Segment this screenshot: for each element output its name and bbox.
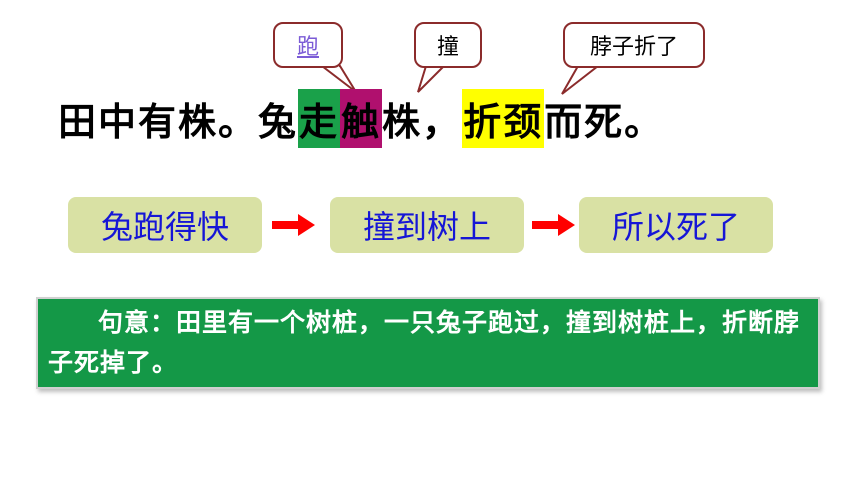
flow-step-3-label: 所以死了 [611,208,740,246]
flow-arrow-1-icon [272,214,315,236]
sentence-meaning-text: 句意：田里有一个树桩，一只兔子跑过，撞到树桩上，折断脖子死掉了。 [48,308,801,377]
callout-zhuang: 撞 [414,22,482,68]
flow-step-1-label: 兔跑得快 [100,208,229,246]
callout-pao: 跑 [273,22,343,68]
callout-bozi-zhele: 脖子折了 [563,22,705,68]
sentence-meaning-box: 句意：田里有一个树桩，一只兔子跑过，撞到树桩上，折断脖子死掉了。 [36,297,820,389]
callout-zhuang-label: 撞 [436,35,459,60]
callout-bozi-zhele-label: 脖子折了 [589,35,678,60]
callout-pao-link[interactable]: 跑 [296,35,319,60]
sentence-part-2: 株， [382,98,463,144]
sentence-part-3: 而死。 [544,98,665,144]
flow-step-3: 所以死了 [579,197,773,253]
flow-arrow-2-icon [532,214,575,236]
classical-sentence: 田中有株。兔 走 触 株， 折颈 而死。 [58,88,665,148]
flow-step-2-label: 撞到树上 [362,208,491,246]
highlight-chu: 触 [340,88,383,148]
sentence-part-1: 田中有株。兔 [58,98,299,144]
flow-step-1: 兔跑得快 [68,197,262,253]
highlight-zhejing: 折颈 [462,88,545,148]
flow-step-2: 撞到树上 [330,197,524,253]
highlight-zou: 走 [298,88,341,148]
